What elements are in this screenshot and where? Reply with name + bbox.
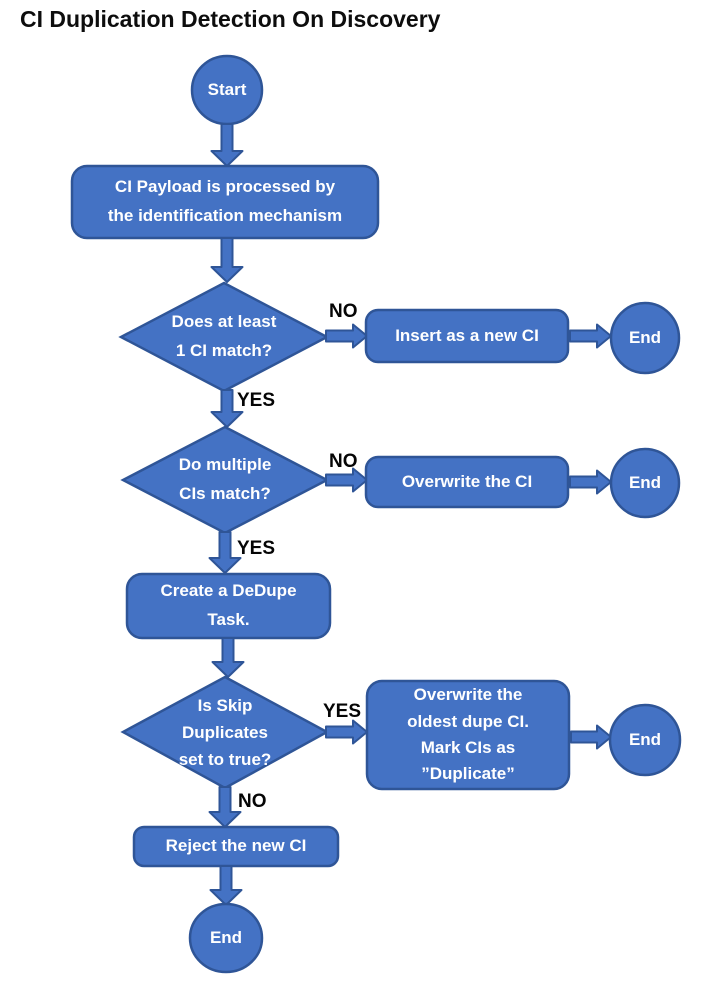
arrow-start-to-process [210, 123, 244, 167]
decision-ci-match-shape [118, 281, 330, 393]
decision-multiple-match-shape [120, 425, 330, 535]
overwrite-ci-shape [364, 455, 570, 509]
end-after-reject-shape [188, 902, 264, 974]
reject-new-ci-shape [132, 825, 340, 868]
page-title: CI Duplication Detection On Discovery [20, 6, 441, 32]
arrow-decision1-no [325, 323, 368, 349]
arrow-decision2-yes [208, 531, 242, 574]
decision-skip-duplicates-shape [120, 675, 330, 790]
arrow-process-to-decision1 [210, 237, 244, 283]
arrow-reject-to-end [209, 865, 243, 906]
arrow-decision3-no [208, 786, 242, 828]
end-after-overwrite-shape [609, 447, 681, 519]
arrow-overwrite-to-end [569, 469, 612, 495]
end-after-insert-shape [609, 301, 681, 375]
process-payload-shape [70, 164, 380, 240]
insert-new-ci-shape [364, 308, 570, 364]
arrow-decision1-yes [210, 389, 244, 428]
create-dedupe-task-shape [125, 572, 332, 640]
arrow-insert-to-end [569, 323, 612, 349]
start-terminator-shape [190, 54, 264, 126]
overwrite-oldest-dupe-shape [365, 679, 571, 791]
arrow-decision3-yes [325, 719, 368, 745]
end-after-dedupe-shape [608, 703, 682, 777]
arrow-dedupe-to-decision3 [211, 637, 245, 678]
arrow-decision2-no [325, 467, 368, 493]
arrow-oldest-to-end [570, 724, 612, 750]
